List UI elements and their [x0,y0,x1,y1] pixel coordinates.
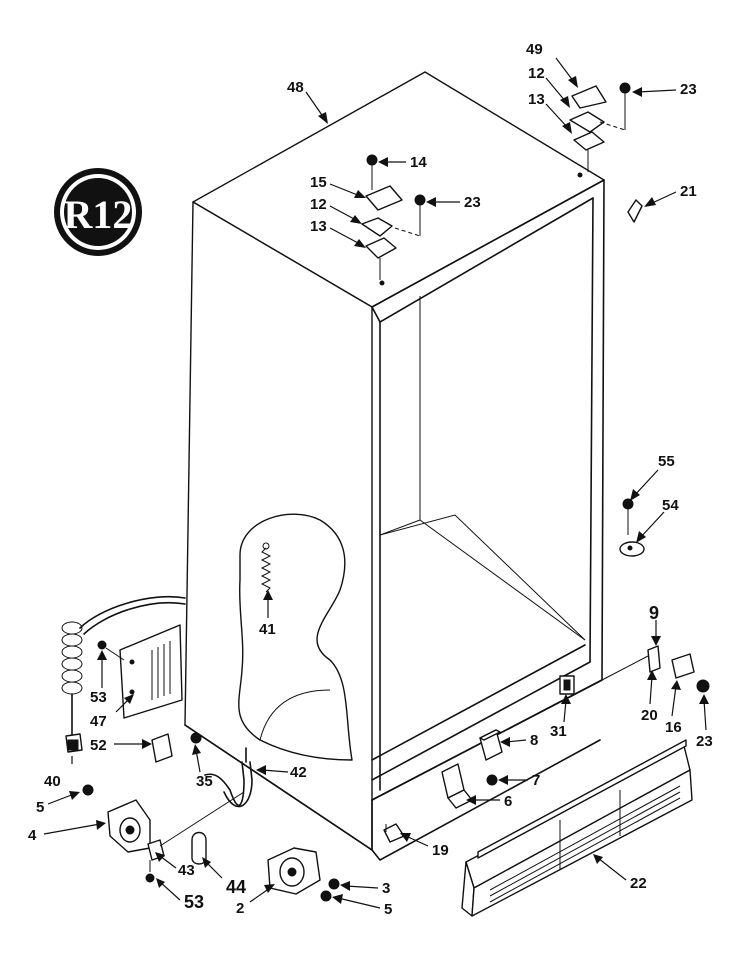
spring-icon [260,542,272,593]
top-hinge-left [361,154,426,280]
vent-slots [151,641,171,700]
callout-48: 48 [287,79,304,96]
callout-42: 42 [290,764,307,781]
part-31-switch [559,675,575,695]
part-2-roller [267,847,340,902]
part-5-screw-left [82,784,94,796]
callout-12: 12 [528,65,545,82]
part-42-tube [204,747,253,808]
callout-5: 5 [384,901,392,918]
callout-41: 41 [259,621,276,638]
callout-3: 3 [382,880,390,897]
callout-9: 9 [649,603,659,623]
callout-23: 23 [696,733,713,750]
callout-31: 31 [550,723,567,740]
callout-49: 49 [526,41,543,58]
callout-19: 19 [432,842,449,859]
callout-13: 13 [528,91,545,108]
control-box [97,624,183,719]
logo-text: R12 [64,192,133,237]
r12-refrigerant-logo: R12 [54,168,142,256]
leader-lines [43,57,709,909]
callout-15: 15 [310,174,327,191]
callout-20: 20 [641,707,658,724]
callout-52: 52 [90,737,107,754]
callout-2: 2 [236,900,244,917]
part-4-roller [107,799,151,853]
callout-43: 43 [178,862,195,879]
part-44-cap [191,831,207,865]
part-7-screw [486,774,498,786]
side-cutaway [238,513,353,761]
callout-23: 23 [464,194,481,211]
callout-53: 53 [90,689,107,706]
part-53-screw-bottom [145,860,155,883]
bottom-hinge-right [601,645,710,693]
callout-44: 44 [226,877,246,897]
callout-16: 16 [665,719,682,736]
top-hinge-right [569,82,631,172]
callout-labels: 48 49 12 13 23 14 15 12 23 13 21 55 54 4… [28,41,713,918]
part-8-block [479,729,503,761]
callout-22: 22 [630,875,647,892]
part-6-bracket [441,763,473,809]
callout-21: 21 [680,183,697,200]
callout-4: 4 [28,827,37,844]
callout-8: 8 [530,732,538,749]
callout-53: 53 [184,892,204,912]
callout-5: 5 [36,799,44,816]
toe-grille [461,739,693,917]
callout-13: 13 [310,218,327,235]
part-52-clip [151,732,202,763]
callout-7: 7 [532,772,540,789]
callout-40: 40 [44,773,61,790]
callout-6: 6 [504,793,512,810]
callout-23: 23 [680,81,697,98]
power-cord [61,596,186,753]
callout-54: 54 [662,497,679,514]
callout-35: 35 [196,773,213,790]
callout-12: 12 [310,196,327,213]
callout-55: 55 [658,453,675,470]
callout-14: 14 [410,154,427,171]
part-21-shim [627,199,643,223]
callout-47: 47 [90,713,107,730]
part-55-54-bracket [619,498,645,557]
grille-vents [489,785,681,903]
